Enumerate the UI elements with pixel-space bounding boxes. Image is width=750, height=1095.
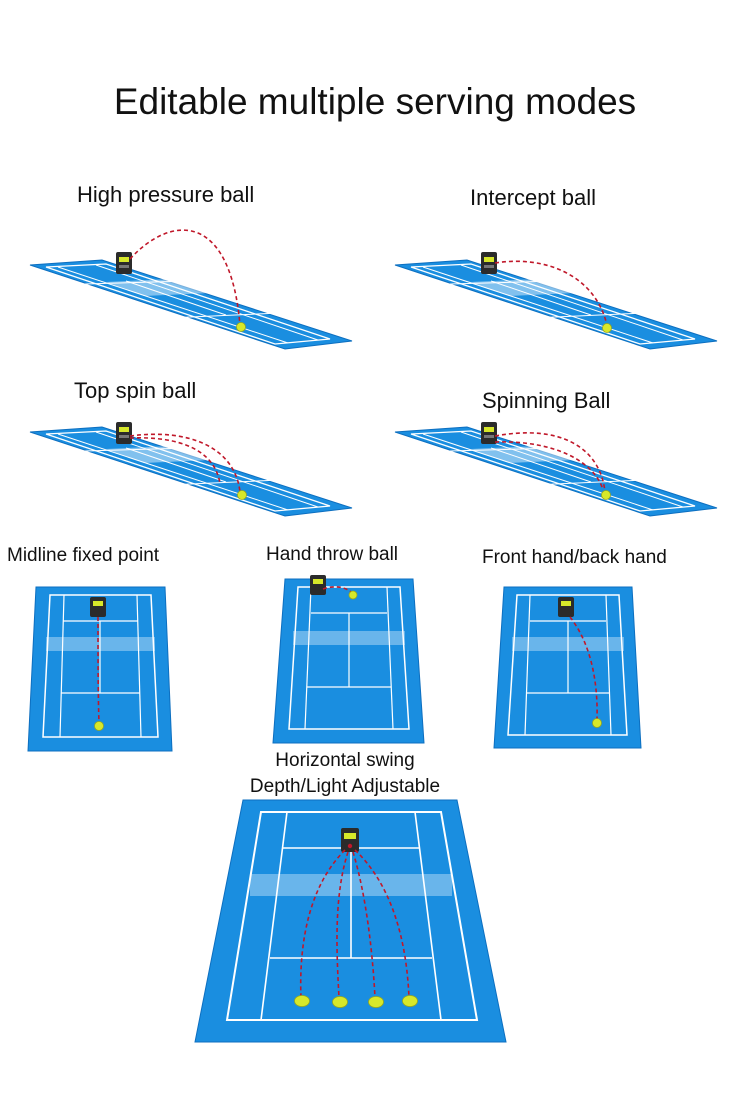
tennis-ball-icon bbox=[332, 996, 348, 1008]
label-spinning-ball: Spinning Ball bbox=[482, 388, 611, 413]
tennis-ball-icon bbox=[348, 590, 358, 600]
trajectory-line-2 bbox=[336, 851, 349, 999]
net-band bbox=[250, 874, 452, 896]
net-band bbox=[106, 278, 232, 296]
court-surface bbox=[29, 259, 353, 350]
tennis-ball-icon bbox=[592, 718, 602, 728]
tennis-ball-icon bbox=[294, 995, 310, 1007]
label-top-spin-ball: Top spin ball bbox=[74, 378, 197, 403]
court-surface bbox=[493, 586, 642, 749]
court-surface bbox=[27, 586, 173, 752]
trajectory-line bbox=[129, 437, 221, 485]
court-surface bbox=[394, 426, 718, 517]
label-front-hand-back-hand: Front hand/back hand bbox=[482, 547, 667, 568]
court-surface bbox=[394, 259, 718, 350]
label-midline-fixed-point: Midline fixed point bbox=[7, 545, 160, 566]
label-hand-throw-ball: Hand throw ball bbox=[266, 544, 399, 565]
trajectory-line bbox=[494, 260, 608, 326]
label-high-pressure-ball: High pressure ball bbox=[77, 182, 255, 207]
net-band bbox=[293, 631, 405, 645]
trajectory-line-2 bbox=[129, 433, 241, 493]
ball-machine-icon bbox=[341, 828, 359, 852]
tennis-ball-icon bbox=[602, 323, 612, 333]
court-high-pressure bbox=[29, 229, 353, 350]
trajectory-line bbox=[494, 432, 606, 493]
ball-machine-icon bbox=[116, 252, 132, 274]
net-band bbox=[471, 278, 597, 296]
ball-machine-icon bbox=[481, 252, 497, 274]
page-title: Editable multiple serving modes bbox=[113, 80, 637, 122]
tennis-ball-icon bbox=[368, 996, 384, 1008]
trajectory-line-1 bbox=[299, 849, 346, 999]
trajectory-line-4 bbox=[354, 849, 410, 999]
ball-machine-icon bbox=[481, 422, 497, 444]
net-band bbox=[106, 445, 232, 463]
ball-machine-icon bbox=[310, 575, 326, 595]
tennis-ball-icon bbox=[237, 490, 247, 500]
trajectory-line-3 bbox=[352, 851, 376, 999]
court-midline-fixed-point bbox=[27, 586, 173, 752]
ball-machine-icon bbox=[116, 422, 132, 444]
court-surface bbox=[272, 578, 425, 744]
ball-machine-icon bbox=[90, 597, 106, 617]
ball-machine-icon bbox=[558, 597, 574, 617]
tennis-ball-icon bbox=[402, 995, 418, 1007]
court-intercept bbox=[394, 252, 718, 350]
court-spinning bbox=[394, 422, 718, 517]
label-horizontal-swing: Horizontal swing bbox=[275, 750, 415, 771]
court-top-spin bbox=[29, 422, 353, 517]
court-surface bbox=[29, 426, 353, 517]
trajectory-line bbox=[322, 586, 352, 593]
court-hand-throw-ball bbox=[272, 575, 425, 744]
court-surface bbox=[194, 799, 507, 1043]
label-depth-light-adjustable: Depth/Light Adjustable bbox=[249, 776, 441, 797]
tennis-ball-icon bbox=[601, 490, 611, 500]
tennis-ball-icon bbox=[236, 322, 246, 332]
court-front-hand-back-hand bbox=[493, 586, 642, 749]
trajectory-line bbox=[129, 229, 241, 326]
net-band bbox=[46, 637, 155, 651]
tennis-ball-icon bbox=[94, 721, 104, 731]
label-intercept-ball: Intercept ball bbox=[470, 185, 596, 210]
net-band bbox=[512, 637, 624, 651]
court-horizontal-swing bbox=[194, 799, 507, 1043]
net-band bbox=[471, 445, 597, 463]
trajectory-line bbox=[97, 616, 100, 724]
